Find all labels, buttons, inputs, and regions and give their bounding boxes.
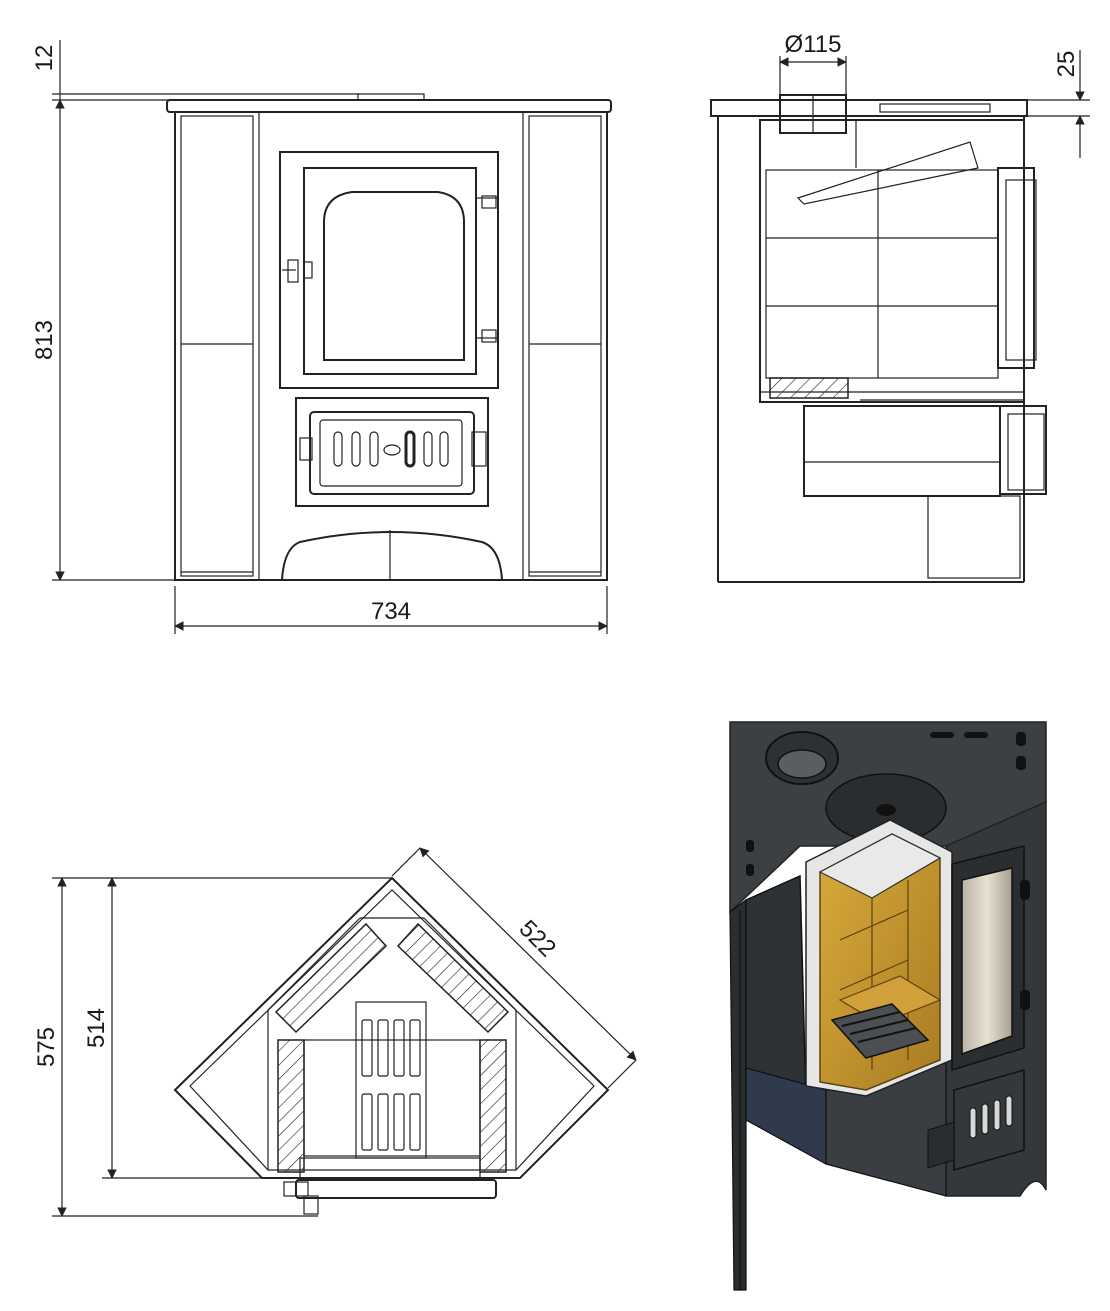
side-view: [710, 94, 1047, 583]
dim-front-top-gap: 12: [31, 45, 58, 72]
front-ash-door-knob: [299, 437, 313, 461]
front-ash-door: [309, 411, 475, 495]
plan-grate: [355, 1001, 427, 1159]
side-door-profile: [997, 167, 1035, 369]
side-ash-pan: [803, 405, 1001, 497]
cutaway-grate: [830, 1003, 930, 1059]
cutaway-air-vents: [969, 1095, 1013, 1139]
front-view: [166, 93, 612, 581]
front-body: [174, 111, 608, 581]
front-top-lid: [357, 93, 425, 101]
cutaway-baffle: [818, 833, 942, 899]
plan-outline: [173, 876, 610, 1179]
plan-door: [295, 1179, 497, 1199]
front-left-tiles: [180, 115, 254, 577]
dim-plan-depth-inner: 514: [83, 1008, 110, 1048]
front-top-plate: [166, 99, 612, 113]
front-plinth-arch: [281, 531, 503, 581]
front-dimensions: 12 813 734: [31, 40, 608, 634]
side-baffle: [796, 141, 979, 205]
side-dimensions: Ø115 25: [779, 31, 1090, 158]
side-ash-door: [999, 405, 1047, 495]
front-door-handle: [287, 259, 299, 283]
side-firebox: [759, 119, 1025, 403]
cutaway-3d-view: [729, 721, 1047, 1291]
front-right-tiles: [528, 115, 602, 577]
side-plinth-leg: [927, 495, 1021, 579]
dim-flue-diameter: Ø115: [785, 31, 842, 58]
dim-front-width: 734: [371, 598, 411, 625]
side-flue-collar: [779, 94, 847, 134]
side-firebricks: [765, 169, 999, 399]
dim-plan-depth-outer: 575: [33, 1027, 60, 1067]
front-fire-door: [303, 167, 477, 375]
front-door-hinge-bar: [475, 197, 499, 339]
plan-door-frame: [299, 1157, 481, 1181]
front-air-vents: [333, 430, 449, 468]
front-ash-door-frame: [295, 397, 489, 507]
plan-grate-bars: [361, 1019, 421, 1151]
plan-firebricks: [274, 922, 510, 1173]
plan-dimensions: 575 514 522: [33, 847, 637, 1217]
side-top-plate: [710, 99, 1028, 117]
front-door-glass: [323, 191, 465, 361]
dim-plan-side: 522: [514, 915, 561, 962]
front-fire-door-frame: [279, 151, 499, 389]
dim-flue-offset: 25: [1053, 51, 1080, 78]
dim-front-height: 813: [31, 320, 58, 360]
cutaway-door-glass: [961, 867, 1013, 1056]
